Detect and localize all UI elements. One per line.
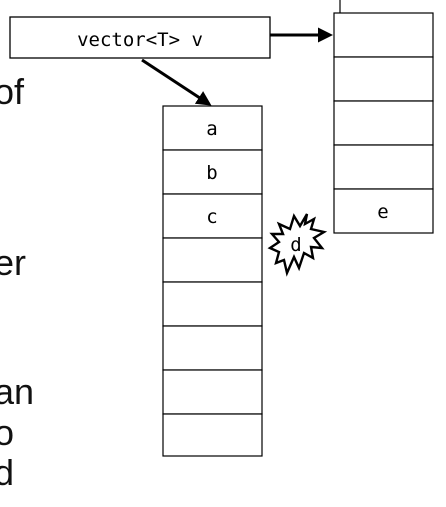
bg-fragment-d: d — [0, 452, 14, 493]
bg-fragment-o: o — [0, 412, 14, 453]
right-vector: e — [333, 0, 434, 234]
burst-label: d — [290, 234, 301, 256]
left-cell — [162, 369, 263, 415]
left-cell — [162, 413, 263, 457]
burst-icon — [267, 213, 328, 277]
left-cell-label: a — [206, 118, 217, 140]
bg-fragment-of: of — [0, 71, 25, 112]
right-cell: e — [333, 188, 434, 234]
left-cell-label: b — [206, 162, 217, 184]
vector-label-text: vector<T> v — [77, 29, 203, 51]
left-cell — [162, 325, 263, 371]
right-cell — [333, 56, 434, 102]
right-cell — [333, 12, 434, 58]
left-cell: b — [162, 149, 263, 195]
left-vector: a b c — [162, 105, 263, 457]
bg-fragment-an: an — [0, 371, 34, 412]
burst-explosion: d — [267, 213, 328, 277]
left-cell — [162, 281, 263, 327]
arrow-to-left-vector — [141, 58, 212, 106]
left-cell — [162, 237, 263, 283]
left-cell-label: c — [206, 206, 217, 228]
left-cell: c — [162, 193, 263, 239]
right-cell — [333, 144, 434, 190]
background-text: of er an o d — [0, 71, 34, 493]
bg-fragment-er: er — [0, 242, 26, 283]
right-cell — [333, 100, 434, 146]
right-cell-label: e — [377, 201, 388, 223]
left-cell: a — [162, 105, 263, 151]
vector-label-box: vector<T> v — [9, 16, 271, 59]
